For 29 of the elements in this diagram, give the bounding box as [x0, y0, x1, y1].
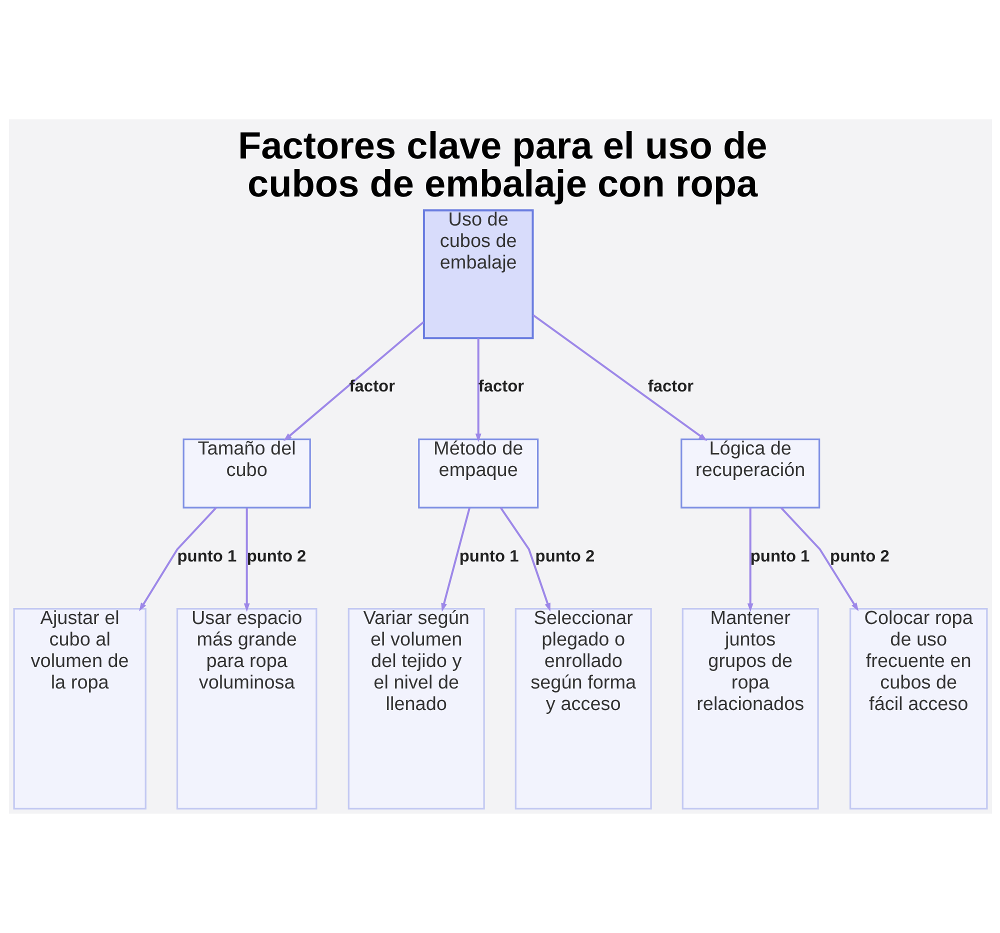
diagram-title: Factores clave para el uso de cubos de embalaje con ropa: [237, 125, 767, 206]
edge-label: punto 2: [830, 547, 889, 566]
edge-label: factor: [348, 378, 394, 396]
arrow: [780, 507, 858, 612]
node-box: Mantener juntos grupos de ropa relacionados: [681, 608, 818, 810]
edge-label: factor: [478, 378, 524, 396]
edge-label: factor: [647, 378, 694, 396]
arrow: [138, 506, 216, 612]
node-box: Usar espacio más grande para ropa voluminosa: [176, 608, 317, 810]
arrow: [474, 338, 481, 442]
node-box: Variar según el volumen del tejido y el nivel de llenado: [347, 608, 484, 810]
node-box: Método de empaque: [418, 438, 538, 508]
node-box: Uso de cubos de embalaje: [422, 209, 534, 340]
arrow: [243, 508, 250, 612]
edge-label: punto 1: [750, 547, 810, 566]
arrow: [440, 508, 470, 612]
arrow: [532, 314, 707, 441]
edge-label: punto 2: [534, 547, 594, 566]
edge-label: punto 1: [176, 547, 236, 566]
node-box: Ajustar el cubo al volumen de la ropa: [12, 608, 146, 810]
arrow: [499, 507, 550, 612]
node-box: Seleccionar plegado o enrollado según forma y acceso: [514, 608, 652, 810]
edge-label: punto 1: [458, 547, 518, 566]
node-box: Colocar ropa de uso frecuente en cubos de fácil acceso: [848, 608, 988, 810]
node-box: Lógica de recuperación: [680, 438, 820, 508]
arrow: [282, 321, 424, 442]
arrow: [746, 508, 753, 612]
edge-label: punto 2: [246, 547, 306, 566]
node-box: Tamaño del cubo: [182, 438, 310, 508]
